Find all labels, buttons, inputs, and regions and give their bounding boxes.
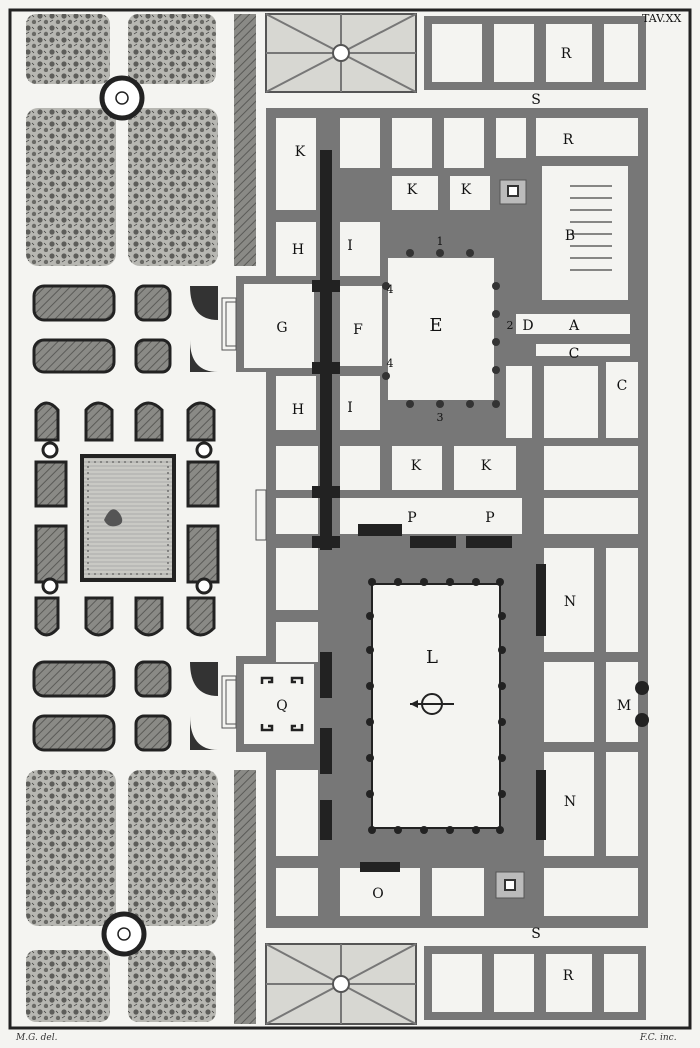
fountain-bottom <box>101 911 147 957</box>
parterre-corner <box>190 716 218 750</box>
number-4: 4 <box>387 357 394 370</box>
label-P: P <box>485 510 494 526</box>
room-labels: R S K R K K B H I G F E D A C C H I K K … <box>276 46 631 984</box>
label-H: H <box>292 242 304 258</box>
sheet-border <box>8 8 692 1030</box>
label-S: S <box>531 926 541 942</box>
number-1: 1 <box>437 235 444 248</box>
tree-bed <box>128 14 216 84</box>
left-garden <box>26 14 220 1022</box>
label-E: E <box>429 315 442 336</box>
parterre-bed <box>134 714 172 752</box>
label-K: K <box>411 458 422 474</box>
label-A: A <box>568 318 580 334</box>
label-R: R <box>561 46 572 62</box>
statue-niche <box>195 577 213 595</box>
parterre-bed <box>134 338 172 374</box>
canal-upper <box>234 14 256 266</box>
label-P: P <box>407 510 416 526</box>
parterre-bed <box>134 660 172 698</box>
number-3: 3 <box>437 411 444 424</box>
label-I: I <box>347 400 353 416</box>
label-C: C <box>617 378 628 394</box>
tree-bed <box>26 950 110 1022</box>
tree-bed <box>128 108 218 266</box>
parterre-bed <box>32 660 116 698</box>
tree-bed <box>26 770 116 926</box>
canal-lower <box>234 770 256 1024</box>
parterre-bed <box>134 284 172 322</box>
pool-sculpture <box>104 509 123 527</box>
statue-niche <box>41 441 59 459</box>
parterre-corner <box>190 286 218 320</box>
parterre-bed <box>32 714 116 752</box>
tree-bed <box>128 770 218 926</box>
label-N: N <box>564 594 576 610</box>
parterre-bed <box>32 338 116 374</box>
label-K: K <box>295 144 306 160</box>
statue-niche <box>195 441 213 459</box>
label-C: C <box>569 346 580 362</box>
parterre-bed <box>32 284 116 322</box>
fountain-top <box>99 75 145 121</box>
wing-top <box>424 16 646 90</box>
central-pool <box>80 454 176 582</box>
credit-engraved-by: F.C. inc. <box>639 1033 677 1043</box>
parterre-corner <box>190 340 218 372</box>
label-Q: Q <box>276 698 287 714</box>
credit-drawn-by: M.G. del. <box>15 1033 58 1043</box>
top-parterre <box>265 13 417 93</box>
statue-niche <box>41 577 59 595</box>
label-K: K <box>407 182 418 198</box>
label-K: K <box>481 458 492 474</box>
number-labels: 1 2 3 4 4 <box>387 235 514 424</box>
label-I: I <box>347 238 353 254</box>
label-H: H <box>292 402 304 418</box>
number-4: 4 <box>387 283 394 296</box>
bottom-parterre <box>265 943 417 1025</box>
main-building <box>221 108 649 928</box>
label-R: R <box>563 132 574 148</box>
tree-bed <box>128 950 216 1022</box>
label-S: S <box>531 92 541 108</box>
label-M: M <box>617 698 631 714</box>
label-F: F <box>353 322 363 338</box>
label-N: N <box>564 794 576 810</box>
wing-bottom <box>424 946 646 1020</box>
label-L: L <box>426 647 438 668</box>
label-G: G <box>276 320 287 336</box>
label-O: O <box>372 886 383 902</box>
parterre-corner <box>190 662 218 696</box>
label-K: K <box>461 182 472 198</box>
plate-number: TAV.XX <box>642 12 681 25</box>
label-R: R <box>563 968 574 984</box>
label-D: D <box>522 318 533 334</box>
label-B: B <box>565 228 575 244</box>
tree-bed <box>26 14 110 84</box>
number-2: 2 <box>507 319 514 332</box>
tree-bed <box>26 108 116 266</box>
court-fountain-icon <box>410 693 454 715</box>
